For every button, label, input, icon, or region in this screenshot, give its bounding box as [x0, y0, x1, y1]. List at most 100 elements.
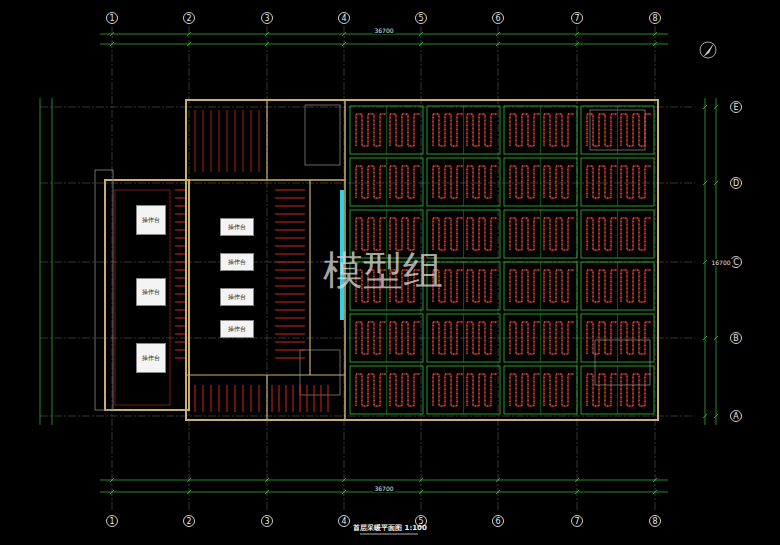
- inner-wall: [266, 375, 267, 420]
- dimension-tick: [653, 42, 657, 46]
- node-text: E: [733, 103, 738, 112]
- heating-coil: [227, 110, 228, 172]
- heating-coil: [621, 114, 651, 146]
- heating-coil: [275, 294, 305, 295]
- heating-coil: [544, 374, 574, 406]
- heating-coil: [510, 114, 540, 146]
- node-text: 1: [109, 517, 114, 526]
- heating-coil: [390, 374, 420, 406]
- axis-line: [112, 26, 113, 512]
- node-text: A: [733, 412, 738, 421]
- heating-coil: [275, 222, 305, 223]
- heating-coil: [272, 385, 273, 412]
- axis-bubble: 2: [183, 12, 195, 24]
- dimension-tick: [419, 478, 423, 482]
- dimension-line: [100, 44, 668, 45]
- dimension-tick: [714, 181, 718, 185]
- heating-zone: [617, 106, 618, 154]
- heating-zone: [427, 366, 500, 414]
- heating-coil: [286, 385, 287, 412]
- dimension-tick: [575, 478, 579, 482]
- heating-zone: [463, 158, 464, 206]
- node-text: 1: [109, 14, 114, 23]
- axis-bubble: 6: [492, 12, 504, 24]
- heating-coil: [175, 342, 185, 343]
- heating-coil: [356, 374, 386, 406]
- heating-coil: [510, 218, 540, 250]
- heating-zone: [581, 158, 654, 206]
- heating-coil: [390, 322, 420, 354]
- axis-bubble: B: [730, 332, 742, 344]
- heating-coil: [175, 318, 185, 319]
- heating-coil: [275, 334, 305, 335]
- heating-coil: [219, 110, 220, 172]
- heating-coil: [433, 166, 463, 198]
- heating-coil: [356, 374, 386, 406]
- heating-coil: [175, 262, 185, 263]
- heating-coil: [175, 326, 185, 327]
- heating-coil: [510, 166, 540, 198]
- stair: [595, 340, 650, 385]
- heating-zone: [463, 210, 464, 258]
- heating-coil: [544, 114, 574, 146]
- heating-coil: [175, 294, 185, 295]
- heating-coil: [275, 302, 305, 303]
- heating-coil: [356, 166, 386, 198]
- node-text: 操作台: [142, 288, 160, 297]
- heating-coil: [321, 385, 322, 412]
- heating-zone: [427, 158, 500, 206]
- heating-zone: [504, 262, 577, 310]
- heating-zone: [617, 262, 618, 310]
- heating-zone: [504, 210, 577, 258]
- dimension-text: 36700: [373, 485, 394, 492]
- axis-bubble: 8: [649, 515, 661, 527]
- heating-zone: [540, 106, 541, 154]
- heating-coil: [275, 286, 305, 287]
- dimension-tick: [703, 181, 707, 185]
- heating-coil: [211, 385, 212, 412]
- dimension-tick: [653, 32, 657, 36]
- dimension-tick: [265, 32, 269, 36]
- counter-box: 操作台: [136, 343, 166, 373]
- heating-zone: [386, 314, 387, 362]
- heating-coil: [544, 322, 574, 354]
- axis-bubble: E: [730, 101, 742, 113]
- node-text: 2: [186, 14, 191, 23]
- heating-coil: [467, 218, 497, 250]
- heating-zone: [504, 366, 577, 414]
- heating-coil: [175, 246, 185, 247]
- heating-coil: [175, 190, 185, 191]
- dimension-tick: [653, 478, 657, 482]
- dimension-tick: [496, 32, 500, 36]
- heating-zone: [581, 314, 654, 362]
- heating-coil: [356, 114, 386, 146]
- heating-zone: [504, 158, 577, 206]
- heating-coil: [175, 350, 185, 351]
- node-text: 2: [186, 517, 191, 526]
- heating-coil: [467, 114, 497, 146]
- dimension-tick: [703, 336, 707, 340]
- heating-coil: [275, 342, 305, 343]
- heating-coil: [175, 358, 185, 359]
- heating-coil: [621, 270, 651, 302]
- heating-coil: [275, 238, 305, 239]
- heating-zone: [350, 366, 423, 414]
- heating-coil: [467, 114, 497, 146]
- heating-coil: [175, 254, 185, 255]
- heating-coil: [175, 214, 185, 215]
- heating-coil: [621, 322, 651, 354]
- node-text: 7: [574, 14, 579, 23]
- heating-coil: [587, 322, 617, 354]
- node-text: 4: [341, 517, 346, 526]
- node-text: 3: [264, 517, 269, 526]
- axis-line: [40, 416, 695, 417]
- heating-coil: [467, 166, 497, 198]
- heating-coil: [621, 166, 651, 198]
- heating-zone: [386, 106, 387, 154]
- heating-coil: [275, 358, 305, 359]
- dimension-line: [40, 98, 41, 425]
- heating-coil: [621, 218, 651, 250]
- heating-coil: [356, 114, 386, 146]
- heating-coil: [587, 114, 617, 146]
- heating-coil: [510, 374, 540, 406]
